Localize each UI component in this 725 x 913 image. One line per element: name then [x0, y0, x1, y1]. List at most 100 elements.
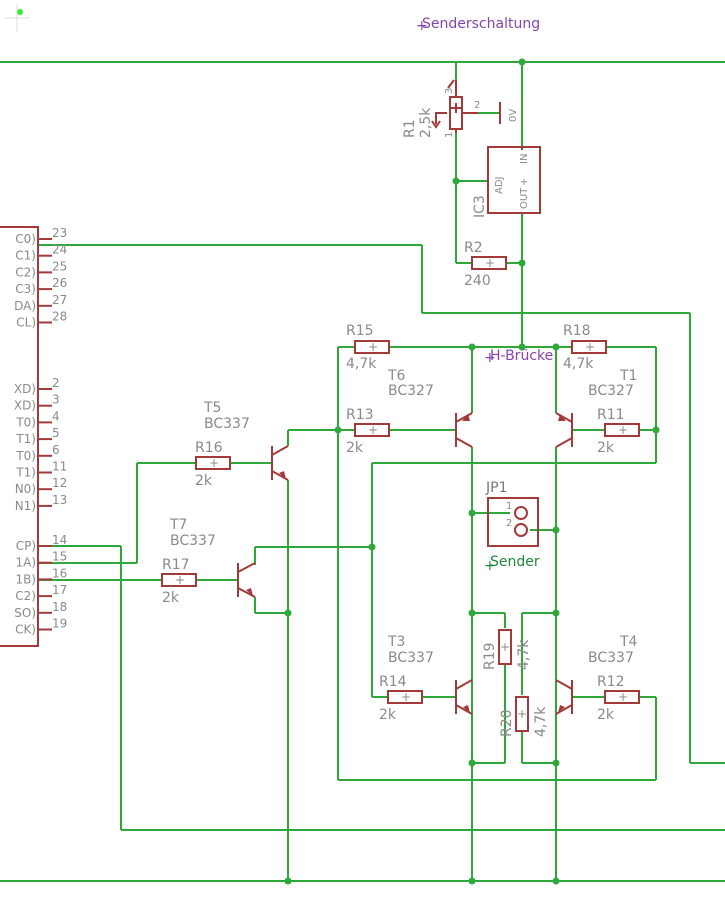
connector-pin-number: 3 [52, 393, 60, 407]
connector-pin-name: XD) [14, 382, 36, 396]
svg-text:4,7k: 4,7k [346, 356, 377, 372]
svg-text:ADJ: ADJ [494, 177, 505, 195]
svg-text:BC337: BC337 [588, 650, 634, 666]
connector-pin-name: SO) [14, 606, 36, 620]
connector-pin-name: N0) [15, 482, 36, 496]
origin-cross [4, 4, 30, 32]
connector-pin-name: T0) [15, 449, 36, 463]
svg-text:R12: R12 [597, 674, 625, 690]
svg-text:R2: R2 [464, 240, 483, 256]
connector-pin-number: 16 [52, 566, 67, 580]
svg-text:+: + [515, 709, 529, 719]
resistor-r19: + R19 4,7k [482, 629, 532, 670]
svg-text:R11: R11 [597, 407, 625, 423]
svg-text:1: 1 [506, 501, 512, 512]
svg-text:R20: R20 [499, 709, 515, 737]
svg-text:IN: IN [519, 154, 530, 164]
connector-pin-number: 23 [52, 226, 67, 240]
svg-text:2: 2 [506, 518, 512, 529]
svg-text:2: 2 [474, 100, 480, 111]
svg-text:2k: 2k [597, 440, 615, 456]
svg-text:T6: T6 [387, 368, 406, 384]
connector-pin-number: 27 [52, 293, 67, 307]
connector-pin-name: C3) [15, 282, 36, 296]
svg-text:R13: R13 [346, 407, 374, 423]
svg-text:+: + [498, 642, 512, 652]
resistor-r11: + R11 2k [597, 407, 640, 456]
svg-text:+: + [519, 178, 530, 186]
ground-0v: 0V [499, 102, 519, 124]
junctions [284, 58, 660, 885]
svg-text:T3: T3 [387, 634, 405, 650]
connector-pin-number: 12 [52, 476, 67, 490]
wires [0, 61, 725, 882]
transistor-t7: T7 BC337 [169, 517, 256, 598]
connector-pin-number: 5 [52, 426, 60, 440]
svg-text:+: + [585, 340, 595, 354]
resistor-r13: + R13 2k [346, 407, 390, 456]
connector-pin-number: 26 [52, 276, 67, 290]
resistor-r15: + R15 4,7k [346, 323, 390, 372]
svg-text:4,7k: 4,7k [563, 356, 594, 372]
transistor-t4: T4 BC337 [555, 634, 638, 715]
connector-pin-number: 2 [52, 376, 60, 390]
svg-text:R16: R16 [195, 440, 223, 456]
transistor-t6: T6 BC327 [387, 368, 473, 448]
svg-text:R14: R14 [379, 674, 407, 690]
svg-text:3: 3 [444, 88, 455, 94]
connector-pin-name: C0) [15, 232, 36, 246]
svg-text:+: + [401, 690, 411, 704]
svg-text:2k: 2k [162, 590, 180, 606]
svg-text:240: 240 [464, 273, 491, 289]
connector-pin-name: 1A) [15, 556, 36, 570]
connector-pin-name: C2) [15, 589, 36, 603]
svg-text:2k: 2k [379, 707, 397, 723]
connector-pin-name: CP) [16, 539, 36, 553]
svg-text:0V: 0V [508, 109, 519, 122]
svg-text:+: + [485, 256, 495, 270]
svg-text:+: + [484, 558, 496, 574]
resistor-r20: + R20 4,7k [499, 696, 549, 737]
transistor-t1: T1 BC327 [555, 368, 637, 448]
svg-text:BC337: BC337 [388, 650, 434, 666]
svg-text:OUT: OUT [519, 187, 530, 209]
connector-pin-number: 4 [52, 409, 60, 423]
connector-pin-number: 19 [52, 617, 67, 631]
connector-pin-number: 17 [52, 583, 67, 597]
svg-text:R19: R19 [482, 642, 498, 670]
resistor-r2: + R2 240 [464, 240, 507, 289]
connector-pin-name: T1) [15, 466, 36, 480]
svg-text:T5: T5 [203, 400, 221, 416]
svg-text:T1: T1 [619, 368, 637, 384]
connector-pin-number: 18 [52, 600, 67, 614]
svg-text:2k: 2k [597, 707, 615, 723]
connector-pin-name: 1B) [15, 572, 36, 586]
connector-pin-name: C1) [15, 249, 36, 263]
svg-text:R18: R18 [563, 323, 591, 339]
connector-pin-number: 15 [52, 550, 67, 564]
svg-text:2k: 2k [346, 440, 364, 456]
connector: 23C0)24C1)25C2)26C3)27DA)28CL)2XD)3XD)4T… [0, 226, 67, 647]
connector-pin-name: CK) [15, 623, 36, 637]
connector-pin-number: 14 [52, 533, 67, 547]
svg-text:+: + [416, 18, 428, 34]
svg-text:T7: T7 [169, 517, 187, 533]
transistor-t5: T5 BC337 [203, 400, 289, 481]
svg-text:+: + [368, 423, 378, 437]
connector-pin-name: XD) [14, 399, 36, 413]
svg-text:H-Brücke: H-Brücke [490, 348, 553, 364]
svg-text:4,7k: 4,7k [533, 706, 549, 737]
resistor-r18: + R18 4,7k [563, 323, 607, 372]
connector-pin-number: 25 [52, 259, 67, 273]
svg-text:BC327: BC327 [388, 383, 434, 399]
connector-pin-name: T0) [15, 415, 36, 429]
connector-pin-number: 11 [52, 460, 67, 474]
connector-pin-name: N1) [15, 499, 36, 513]
connector-pin-name: DA) [14, 299, 36, 313]
svg-text:JP1: JP1 [485, 480, 507, 496]
transistor-t3: T3 BC337 [387, 634, 473, 715]
svg-text:IC3: IC3 [472, 195, 488, 218]
connector-pin-name: C2) [15, 265, 36, 279]
jumper-jp1: 1 2 JP1 + Sender [484, 480, 540, 574]
